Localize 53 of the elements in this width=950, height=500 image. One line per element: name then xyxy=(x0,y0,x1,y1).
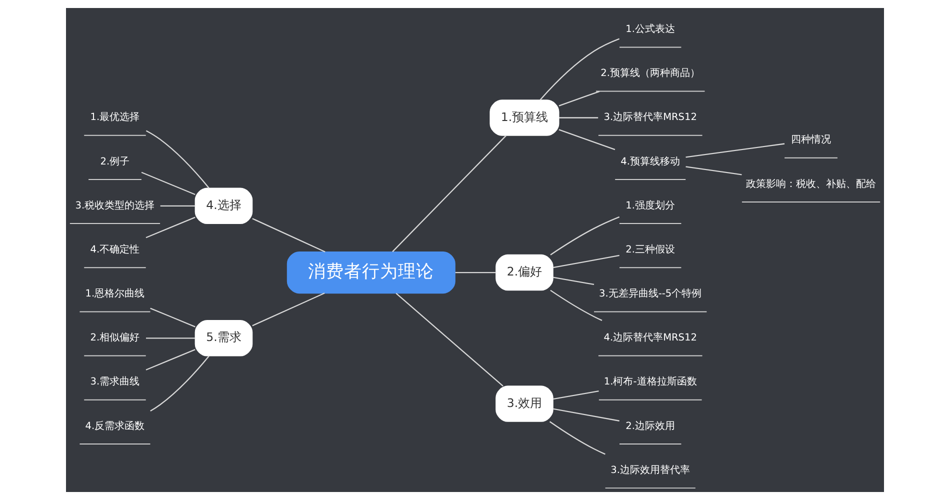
node-text: 1.公式表达 xyxy=(626,24,676,36)
connector xyxy=(552,390,599,400)
node-text: 2.三种假设 xyxy=(626,244,676,256)
node-text: 四种情况 xyxy=(791,134,832,146)
node-text: 政策影响：税收、补贴、配给 xyxy=(746,178,876,190)
connector xyxy=(146,349,196,370)
connector xyxy=(552,276,594,286)
node-text: 3.无差异曲线--5个特例 xyxy=(599,288,702,300)
node-text: 4.预算线移动 xyxy=(620,156,680,168)
node-box: 消费者行为理论 xyxy=(286,251,456,294)
node-text: 3.税收类型的选择 xyxy=(75,200,155,212)
node-text: 3.需求曲线 xyxy=(90,376,140,388)
connector xyxy=(146,338,196,339)
node-box: 4.选择 xyxy=(194,188,253,224)
node-text: 4.反需求函数 xyxy=(85,420,145,432)
connector xyxy=(392,135,507,252)
connector xyxy=(396,292,504,386)
node-text: 3.边际效用替代率 xyxy=(610,464,690,476)
connector xyxy=(540,38,620,100)
node-text: 1.最优选择 xyxy=(90,112,140,124)
node-box: 5.需求 xyxy=(194,320,253,356)
node-text: 2.相似偏好 xyxy=(90,332,140,344)
node-text: 1.柯布-道格拉斯函数 xyxy=(604,376,697,388)
node-box: 3.效用 xyxy=(496,386,554,422)
node-text: 1.强度划分 xyxy=(626,200,676,212)
connector xyxy=(150,356,210,412)
node-text: 2.预算线（两种商品） xyxy=(600,68,700,80)
node-text: 1.恩格尔曲线 xyxy=(85,288,145,300)
connector xyxy=(550,290,602,321)
connector xyxy=(558,90,600,106)
node-text: 4.边际替代率MRS12 xyxy=(604,332,697,344)
node-box: 1.预算线 xyxy=(490,100,560,136)
connector xyxy=(552,408,620,422)
connector xyxy=(552,254,620,268)
connector xyxy=(146,216,196,238)
connector xyxy=(146,130,210,188)
connector xyxy=(558,117,598,118)
connector xyxy=(252,218,326,252)
connector xyxy=(160,205,196,206)
connector xyxy=(455,272,496,274)
connector xyxy=(686,166,742,176)
connector xyxy=(549,421,606,455)
node-text: 3.边际替代率MRS12 xyxy=(604,112,697,124)
node-box: 2.偏好 xyxy=(496,254,554,291)
node-text: 4.不确定性 xyxy=(90,244,140,256)
connector xyxy=(550,216,620,256)
connector xyxy=(141,172,196,196)
connector xyxy=(252,292,325,326)
node-text: 2.边际效用 xyxy=(626,420,676,432)
connector xyxy=(686,143,785,158)
connector xyxy=(150,308,196,328)
connector xyxy=(558,129,616,150)
node-text: 2.例子 xyxy=(100,156,130,168)
